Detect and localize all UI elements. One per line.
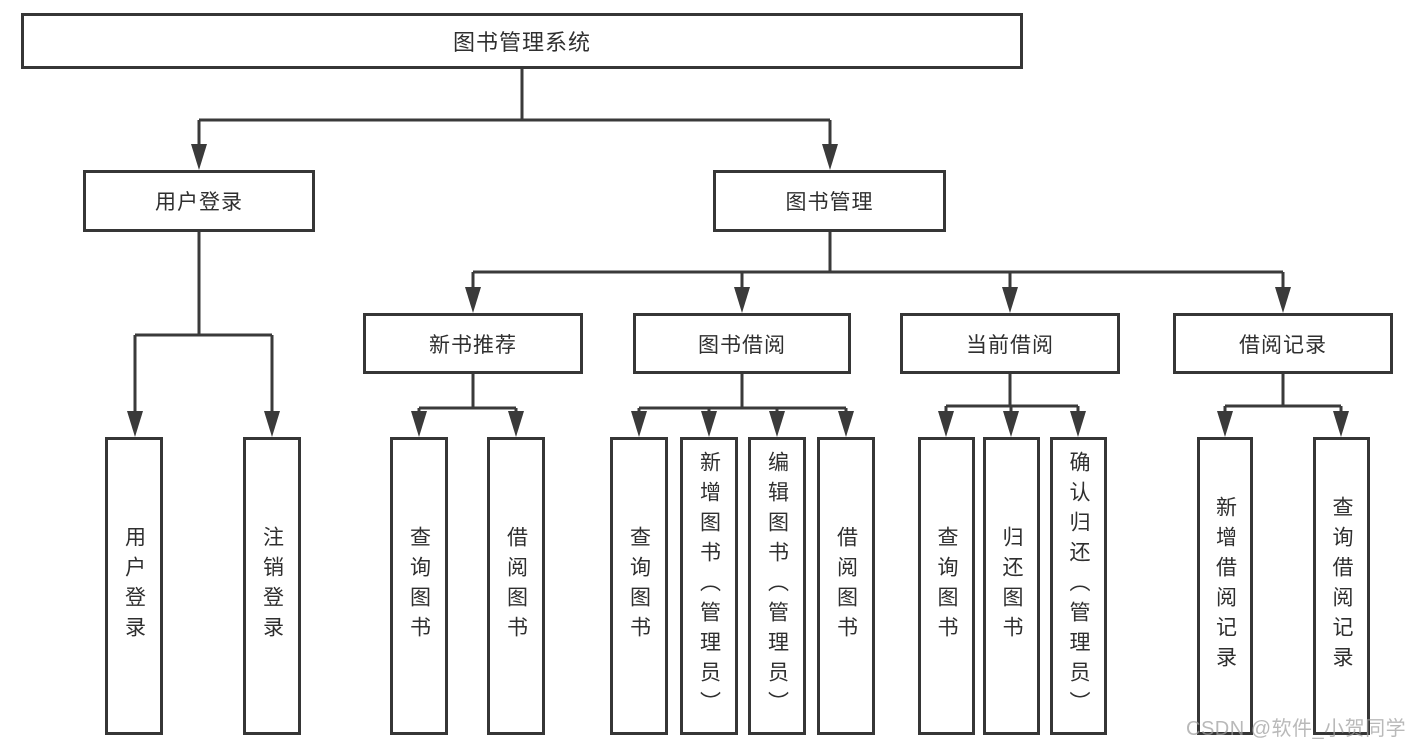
node-label: 查询借阅记录 (1330, 496, 1354, 676)
node-return-books: 归还图书 (983, 437, 1040, 735)
node-label: 图书管理系统 (452, 30, 591, 55)
node-query-borrow-record: 查询借阅记录 (1313, 437, 1370, 735)
node-label: 查询图书 (627, 526, 651, 646)
node-label: 新书推荐 (429, 333, 517, 357)
node-label: 查询图书 (407, 526, 431, 646)
node-label: 用户登录 (155, 191, 243, 214)
node-label: 确认归还（管理员） (1067, 451, 1091, 721)
node-new-book-recommend: 新书推荐 (363, 313, 583, 374)
node-label: 用户登录 (122, 526, 146, 646)
node-label: 注销登录 (260, 526, 284, 646)
node-query-books-current: 查询图书 (918, 437, 975, 735)
node-borrow-records: 借阅记录 (1173, 313, 1393, 374)
watermark: CSDN @软件_小贺同学 (1186, 718, 1405, 740)
node-label: 新增图书（管理员） (697, 451, 721, 721)
node-label: 归还图书 (1000, 526, 1024, 646)
node-label: 图书管理 (785, 191, 874, 214)
node-logout-action: 注销登录 (243, 437, 301, 735)
node-label: 编辑图书（管理员） (765, 451, 789, 721)
node-query-books-borrowing: 查询图书 (610, 437, 668, 735)
node-book-management: 图书管理 (713, 170, 946, 232)
node-book-borrowing: 图书借阅 (633, 313, 851, 374)
node-label: 当前借阅 (966, 333, 1054, 357)
node-label: 查询图书 (935, 526, 959, 646)
node-edit-book-admin: 编辑图书（管理员） (748, 437, 806, 735)
node-add-borrow-record: 新增借阅记录 (1197, 437, 1253, 735)
node-label: 借阅记录 (1239, 333, 1327, 357)
arrowheads (127, 144, 1349, 437)
node-library-system: 图书管理系统 (21, 13, 1023, 69)
node-label: 新增借阅记录 (1213, 496, 1237, 676)
node-query-books-recommend: 查询图书 (390, 437, 448, 735)
node-borrow-books-recommend: 借阅图书 (487, 437, 545, 735)
node-add-book-admin: 新增图书（管理员） (680, 437, 738, 735)
node-user-login-action: 用户登录 (105, 437, 163, 735)
node-confirm-return-admin: 确认归还（管理员） (1050, 437, 1107, 735)
node-label: 图书借阅 (698, 333, 786, 357)
node-current-borrowing: 当前借阅 (900, 313, 1120, 374)
node-borrow-books-borrowing: 借阅图书 (817, 437, 875, 735)
node-label: 借阅图书 (504, 526, 528, 646)
node-label: 借阅图书 (834, 526, 858, 646)
node-user-login: 用户登录 (83, 170, 315, 232)
